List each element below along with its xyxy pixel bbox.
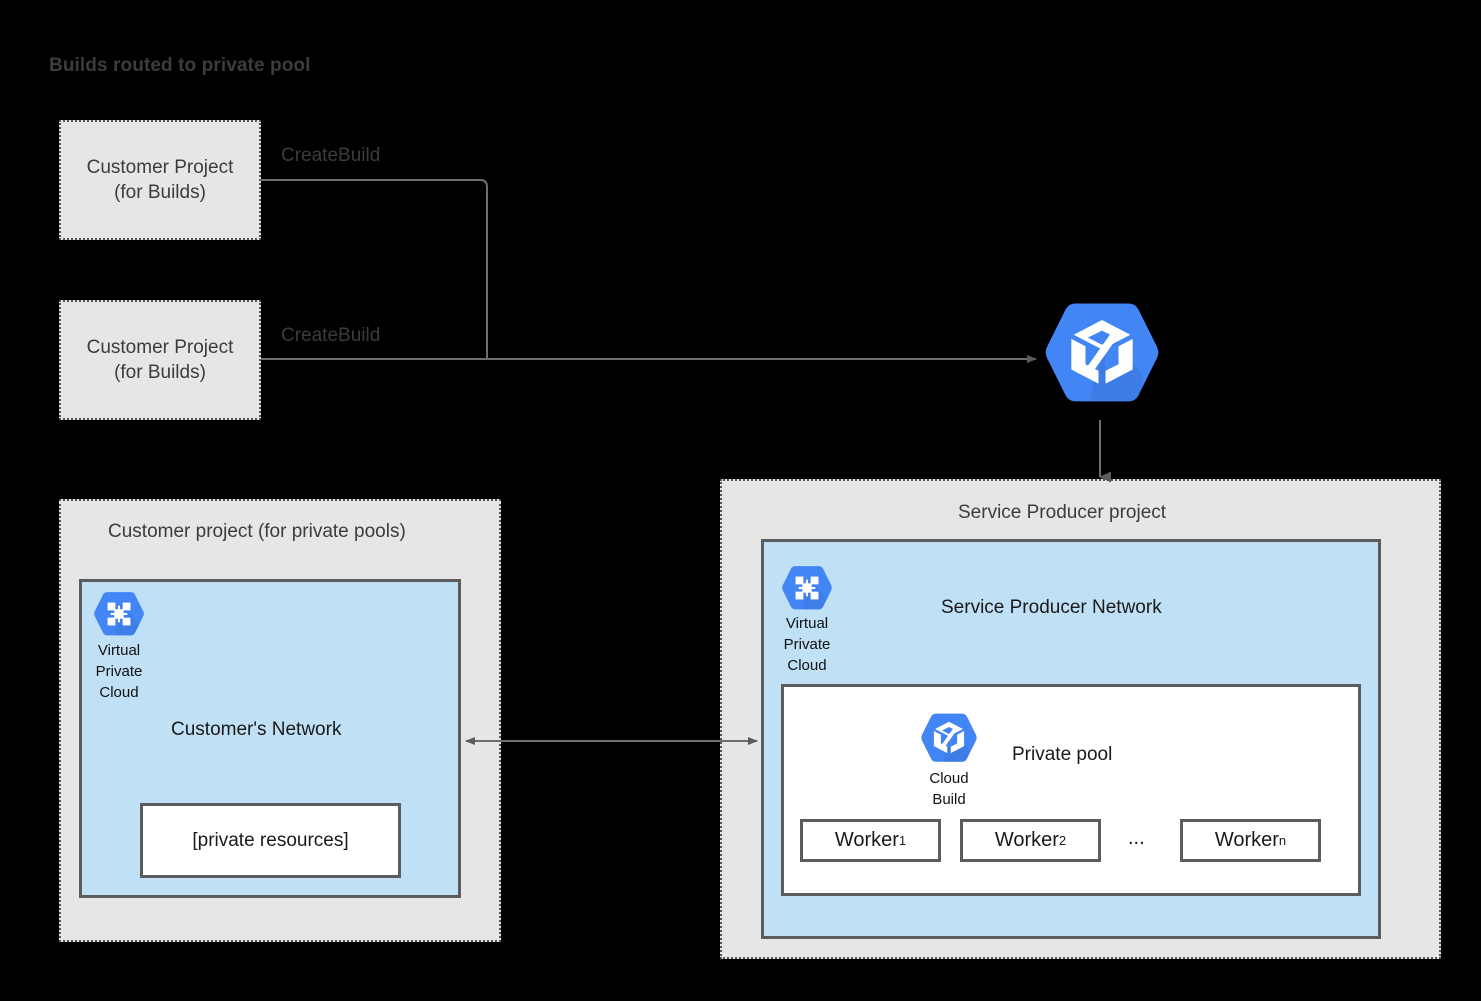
virtual-private-cloud-caption: Virtual Private Cloud (89, 640, 149, 703)
private-resources-box: [private resources] (140, 803, 401, 878)
customer-project-builds-box-1: Customer Project (for Builds) (59, 120, 261, 240)
worker-label-2: Worker (994, 829, 1059, 851)
worker-label-1: Worker (834, 829, 899, 851)
worker-subscript-2: 2 (1058, 833, 1067, 848)
edge-label-createbuild-2: CreateBuild (281, 325, 381, 346)
private-pool-title: Private pool (1012, 744, 1113, 765)
cloud-build-icon (1043, 294, 1161, 412)
customer-project-builds-label-2-line1: Customer Project (86, 337, 234, 358)
customers-network-title: Customer's Network (171, 719, 342, 740)
customer-project-builds-label-1-line1: Customer Project (86, 157, 234, 178)
virtual-private-cloud-caption-producer: Virtual Private Cloud (777, 613, 837, 676)
vpc-producer-caption-line-1: Virtual (785, 615, 829, 632)
edge-label-createbuild-1: CreateBuild (281, 145, 381, 166)
worker-subscript-1: 1 (898, 833, 907, 848)
vpc-caption-line-1: Virtual (97, 642, 141, 659)
vpc-caption-line-2: Private (95, 663, 143, 680)
vpc-caption-line-3: Cloud (99, 684, 139, 701)
private-resources-label: [private resources] (192, 829, 349, 851)
customer-project-builds-label-2-line2: (for Builds) (114, 362, 206, 383)
customer-project-builds-label-1-line2: (for Builds) (114, 182, 206, 203)
customer-project-builds-box-2: Customer Project (for Builds) (59, 300, 261, 420)
service-producer-project-title: Service Producer project (958, 502, 1167, 523)
cloud-build-icon-pool (920, 709, 978, 767)
private-pool-box (781, 684, 1361, 896)
worker-label-n: Worker (1214, 829, 1279, 851)
page-title: Builds routed to private pool (49, 55, 311, 76)
vpc-producer-caption-line-2: Private (783, 636, 831, 653)
virtual-private-cloud-icon-producer (781, 562, 833, 614)
worker-ellipsis: ... (1128, 827, 1145, 849)
vpc-producer-caption-line-3: Cloud (787, 657, 827, 674)
virtual-private-cloud-icon (93, 588, 145, 640)
cloud-build-caption-line-2: Build (932, 791, 966, 808)
worker-subscript-n: n (1278, 833, 1287, 848)
customer-project-private-pools-title: Customer project (for private pools) (108, 521, 406, 542)
cloud-build-caption: Cloud Build (919, 768, 979, 810)
service-producer-network-title: Service Producer Network (941, 597, 1162, 618)
cloud-build-caption-line-1: Cloud (929, 770, 969, 787)
